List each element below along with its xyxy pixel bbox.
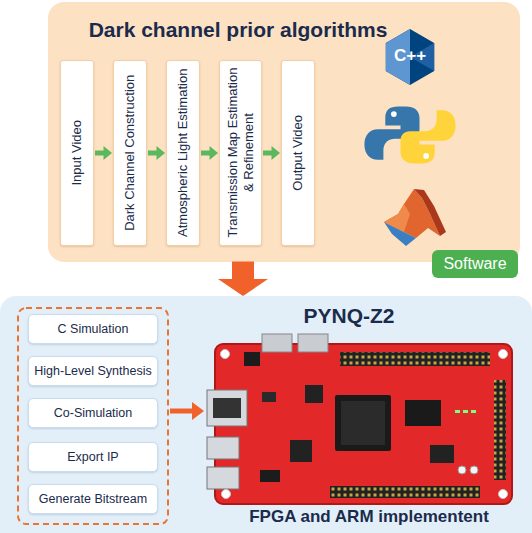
software-panel: Dark channel prior algorithmsInput Video… [48, 2, 520, 262]
process-label: Transmission Map Estimation & Refinement [225, 66, 256, 240]
process-box: Transmission Map Estimation & Refinement [219, 60, 262, 246]
tag-label: Software [443, 255, 506, 273]
process-box: Output Video [281, 60, 315, 246]
panel-title: PYNQ-Z2 [303, 304, 394, 327]
process-box: C Simulation [28, 314, 158, 344]
step-label: Export IP [67, 450, 118, 464]
panel-caption: FPGA and ARM implementent [249, 507, 489, 526]
flow-arrow [170, 402, 204, 420]
logo-label: C++ [394, 46, 426, 65]
process-label: Output Video [290, 66, 306, 240]
process-box: Dark Channel Construction [113, 60, 147, 246]
process-label: Dark Channel Construction [122, 66, 138, 240]
step-label: Generate Bitstream [39, 492, 147, 506]
matlab-logo [384, 189, 446, 246]
big-arrow [218, 262, 268, 297]
process-box: Co-Simulation [28, 398, 158, 428]
flow-arrow [201, 146, 218, 160]
flow-arrow [95, 146, 112, 160]
process-label: Atmospheric Light Estimation [175, 66, 191, 240]
cpp-logo [386, 29, 434, 85]
software-tag: Software [432, 250, 518, 278]
process-box: Atmospheric Light Estimation [166, 60, 200, 246]
hardware-panel: PYNQ-Z2FPGA and ARM implementent C Simula… [0, 296, 532, 533]
flow-arrow [263, 146, 280, 160]
step-label: High-Level Synthesis [34, 364, 151, 378]
title-holder: Dark channel prior algorithms [68, 18, 408, 42]
step-label: C Simulation [58, 322, 129, 336]
process-box: High-Level Synthesis [28, 356, 158, 386]
step-label: Co-Simulation [54, 406, 133, 420]
board-picture [207, 334, 512, 504]
title-holder: PYNQ-Z2 [249, 304, 449, 328]
flow-arrow [148, 146, 165, 160]
process-label: Input Video [69, 66, 85, 240]
title-holder: FPGA and ARM implementent [219, 507, 519, 527]
process-box: Input Video [60, 60, 94, 246]
process-box: Generate Bitstream [28, 484, 158, 514]
logo-holder: C++ [382, 46, 438, 66]
flow-bracket [18, 308, 168, 524]
process-box: Export IP [28, 442, 158, 472]
panel-title: Dark channel prior algorithms [89, 18, 388, 41]
python-logo [364, 107, 455, 164]
